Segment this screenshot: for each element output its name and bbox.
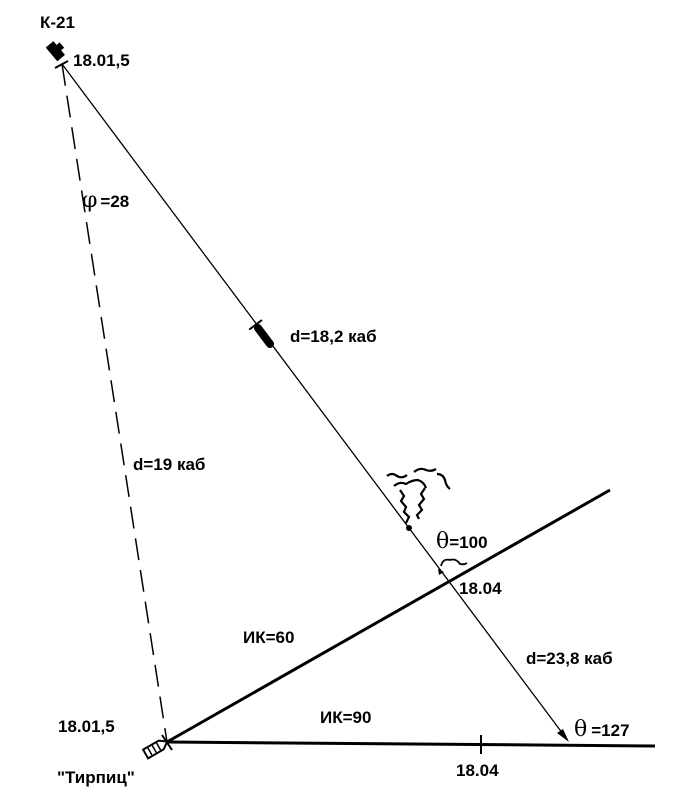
phi-symbol: φ: [82, 188, 97, 213]
initial-distance-label: d=19 каб: [133, 455, 205, 474]
course-60-label: ИК=60: [243, 628, 294, 647]
wake-squiggle-icon: [386, 467, 451, 524]
bearing-label: φ=28: [82, 188, 129, 213]
turn-time-label: 18.04: [459, 579, 502, 598]
course-60-line: [166, 488, 611, 744]
torpedo-track-line: [61, 63, 567, 739]
target-name-label: "Тирпиц": [57, 768, 135, 787]
angle-arc-arrow-icon: [438, 569, 444, 575]
angle-100-value: =100: [449, 533, 487, 552]
initial-distance-line: [61, 63, 168, 743]
submarine-time-label: 18.01,5: [73, 51, 130, 70]
submarine-icon: [45, 41, 65, 62]
torpedo-distance-label: d=18,2 каб: [290, 327, 377, 346]
angle-100-arc-icon: [440, 558, 468, 567]
ship-icon: [141, 739, 169, 760]
torpedo-track-arrowhead: [557, 729, 569, 742]
course-90-label: ИК=90: [320, 708, 371, 727]
angle-127-value: =127: [591, 721, 629, 740]
course-90-line: [166, 740, 656, 748]
second-leg-time-label: 18.04: [456, 761, 499, 780]
theta-symbol: θ: [574, 717, 587, 742]
final-distance-label: d=23,8 каб: [526, 649, 613, 668]
angle-100-label: θ=100: [436, 529, 488, 554]
angle-127-label: θ=127: [574, 717, 630, 742]
theta-symbol: θ: [436, 529, 449, 554]
submarine-name-label: К-21: [40, 13, 75, 32]
bearing-value: =28: [100, 192, 129, 211]
torpedo-icon: [248, 319, 275, 348]
submarine-tick-mark: [54, 60, 69, 69]
track-point-marker: [406, 525, 412, 531]
target-time-label: 18.01,5: [58, 717, 115, 736]
